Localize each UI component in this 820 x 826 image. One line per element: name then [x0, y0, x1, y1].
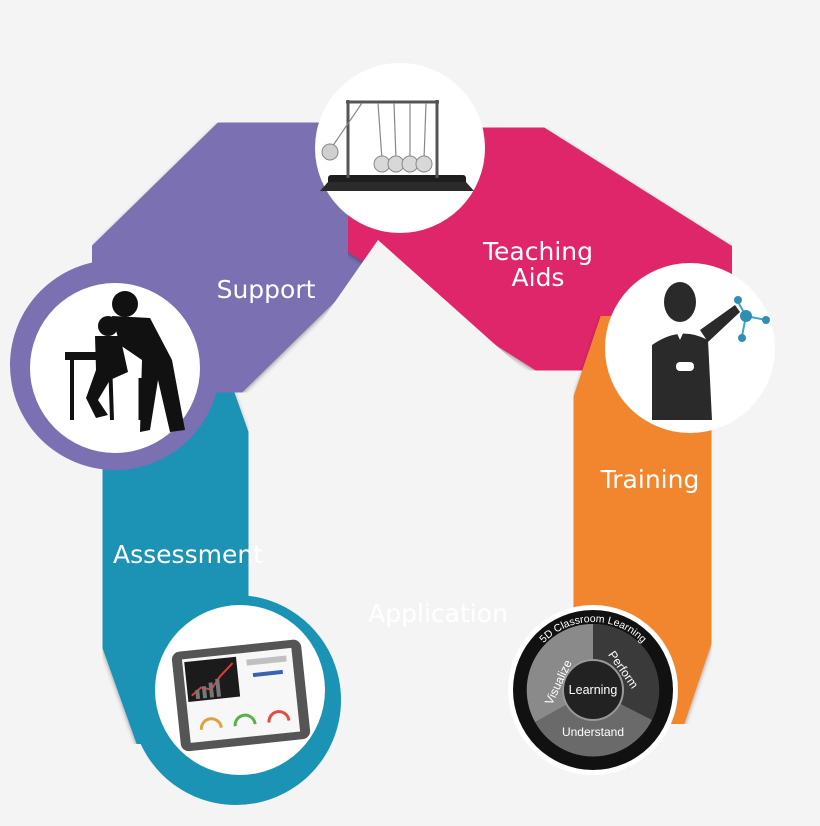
support-label: Support — [217, 275, 316, 304]
assessment-label: Assessment — [113, 540, 263, 569]
wheel-segment-understand: Understand — [562, 725, 624, 739]
trainer-with-molecule-icon — [605, 263, 775, 433]
training-label: Training — [600, 465, 700, 494]
application-label: Application — [368, 599, 508, 628]
teaching-aids-label-line2: Aids — [512, 263, 565, 292]
teaching-aids-label-line1: Teaching — [482, 237, 593, 266]
tablet-dashboard-icon — [155, 605, 325, 775]
teacher-helping-student-icon — [30, 283, 200, 453]
newtons-cradle-icon — [315, 63, 485, 233]
wheel-center-label: Learning — [569, 683, 618, 697]
learning-wheel-icon: 5D Classroom Learning Perform Understand… — [508, 605, 678, 775]
center-hole — [270, 240, 555, 560]
